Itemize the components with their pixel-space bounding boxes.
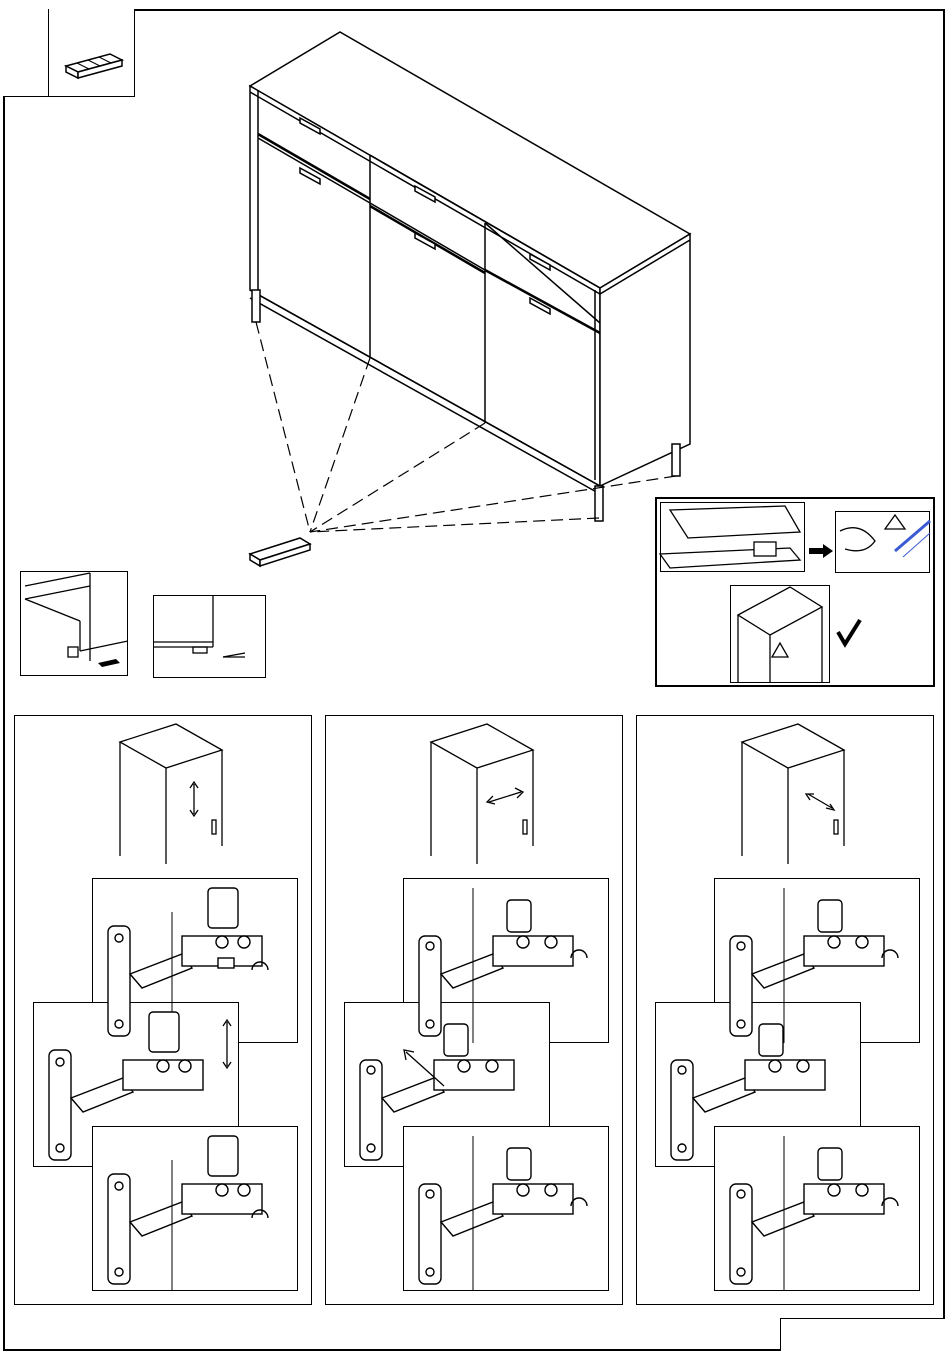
cabinet-label-drawing bbox=[730, 585, 830, 683]
hinge-drawing bbox=[403, 1126, 609, 1291]
cabinet-depth-adjust bbox=[740, 724, 846, 864]
open-package-drawing bbox=[660, 502, 805, 572]
check-icon bbox=[836, 618, 862, 646]
label-closeup-drawing bbox=[835, 511, 930, 573]
hinge-drawing bbox=[92, 1126, 298, 1291]
wedge-shims-icon bbox=[62, 40, 132, 80]
sideboard-drawing bbox=[240, 28, 700, 538]
shim-detail-drawing-1 bbox=[20, 571, 128, 676]
page-number-box bbox=[780, 1318, 945, 1351]
hinge-drawing bbox=[714, 1126, 920, 1291]
part-reference-divider bbox=[48, 9, 49, 97]
arrow-right-icon bbox=[809, 544, 833, 558]
warning-triangle-icon bbox=[772, 643, 788, 657]
warning-triangle-icon bbox=[885, 515, 905, 529]
cabinet-horizontal-adjust bbox=[429, 724, 535, 864]
cabinet-vertical-adjust bbox=[118, 724, 224, 864]
shim-detail-drawing-2 bbox=[153, 595, 266, 678]
